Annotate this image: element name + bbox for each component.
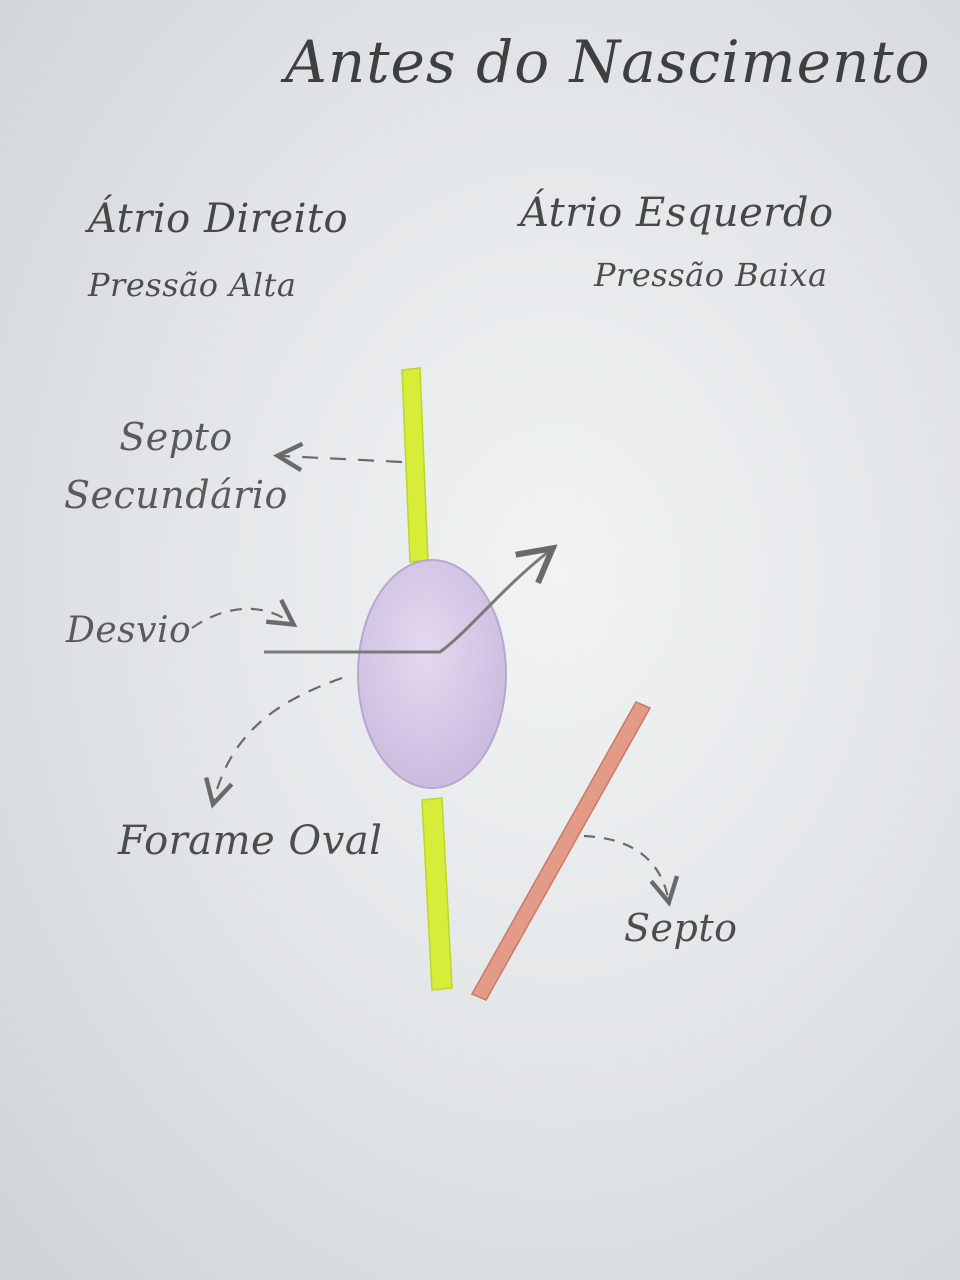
shunt-label: Desvio xyxy=(66,610,192,651)
septum-secundum-label-line2: Secundário xyxy=(64,473,288,517)
septum-secundum-label: Septo Secundário xyxy=(64,408,288,524)
septum-secundum-upper xyxy=(401,367,429,563)
page-title: Antes do Nascimento xyxy=(285,28,931,96)
desvio-arrow xyxy=(191,609,290,629)
septum-primum-bar xyxy=(470,701,652,1001)
forame-oval-arrow xyxy=(214,676,343,800)
left-atrium-label: Átrio Esquerdo xyxy=(520,190,834,236)
right-atrium-pressure: Pressão Alta xyxy=(88,266,297,304)
septum-secundum-lower xyxy=(421,797,453,991)
foramen-ovale-label: Forame Oval xyxy=(118,818,383,864)
right-atrium-label: Átrio Direito xyxy=(88,196,349,242)
septum-label: Septo xyxy=(624,906,738,950)
septo-arrow xyxy=(583,834,668,898)
septo-secundario-arrow xyxy=(282,456,403,462)
shunt-flow-line xyxy=(264,552,548,654)
septum-secundum-label-line1: Septo xyxy=(119,415,233,459)
left-atrium-pressure: Pressão Baixa xyxy=(594,256,828,294)
foramen-ovale-shape xyxy=(357,559,507,789)
